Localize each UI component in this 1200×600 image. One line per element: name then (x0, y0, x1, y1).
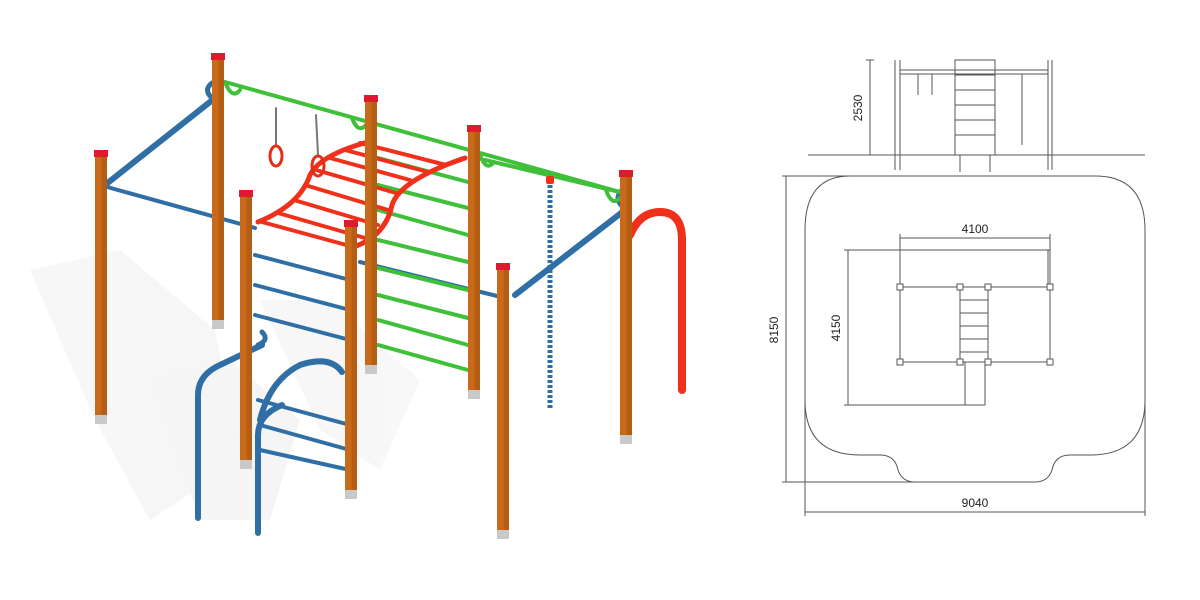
green-bracket-3 (478, 153, 496, 168)
blue-clamp-left (205, 80, 215, 101)
blue-rung-4 (256, 398, 352, 427)
blue-rung-3 (253, 313, 352, 342)
ring-right (310, 154, 326, 178)
floor-shadows (30, 250, 420, 520)
blue-rung-6 (258, 448, 352, 472)
blue-rung-1 (253, 253, 352, 282)
climbing-rope (546, 176, 554, 410)
gym-rings (268, 107, 326, 178)
technical-drawing: 2530 4100 4150 8150 9040 (767, 59, 1146, 516)
green-bracket-2 (350, 116, 368, 131)
green-rung-8 (376, 343, 470, 372)
post-7 (344, 220, 358, 499)
green-bracket-1 (223, 80, 242, 96)
dim-outer-depth: 8150 (767, 316, 781, 343)
green-rung-4 (376, 238, 470, 264)
post-2 (211, 53, 225, 329)
red-rail-left (255, 139, 371, 225)
plan-view (782, 175, 1146, 516)
post-5 (619, 170, 633, 444)
plan-posts (896, 283, 1054, 366)
green-rung-3 (376, 208, 470, 237)
green-rung-7 (376, 318, 470, 347)
blue-top-bar-left (102, 95, 218, 188)
blue-rung-2 (253, 283, 352, 312)
post-8 (496, 263, 510, 539)
frame-outline (899, 286, 1051, 363)
ring-left (268, 144, 284, 168)
dim-outer-width: 9040 (962, 496, 989, 510)
blue-frame (98, 80, 628, 536)
blue-clamp-arch (255, 329, 268, 348)
post-6 (239, 190, 253, 469)
green-top-bar (223, 80, 622, 194)
dim-inner-depth: 4150 (829, 314, 843, 341)
ring-strap-right (315, 114, 319, 156)
blue-right-top-bar (512, 207, 628, 298)
green-rung-6 (376, 293, 470, 320)
green-rung-5 (376, 266, 470, 292)
blue-monkey-arch (257, 358, 345, 423)
green-bracket-4 (604, 188, 622, 204)
wooden-posts (94, 53, 633, 539)
rope-top (546, 176, 554, 184)
red-hook-bar (626, 207, 686, 394)
post-3 (364, 95, 378, 374)
blue-rung-5 (258, 423, 352, 452)
elevation-view (808, 59, 1145, 172)
blue-left-arch (195, 342, 265, 521)
dim-inner-width: 4100 (962, 222, 989, 236)
blue-low-bar-left (98, 183, 257, 230)
post-4 (467, 125, 481, 399)
isometric-playground-view (30, 53, 686, 539)
post-1 (94, 150, 108, 424)
green-top-bar-2 (483, 158, 622, 194)
dim-elevation-height: 2530 (851, 94, 865, 121)
green-rung-2 (376, 183, 470, 210)
